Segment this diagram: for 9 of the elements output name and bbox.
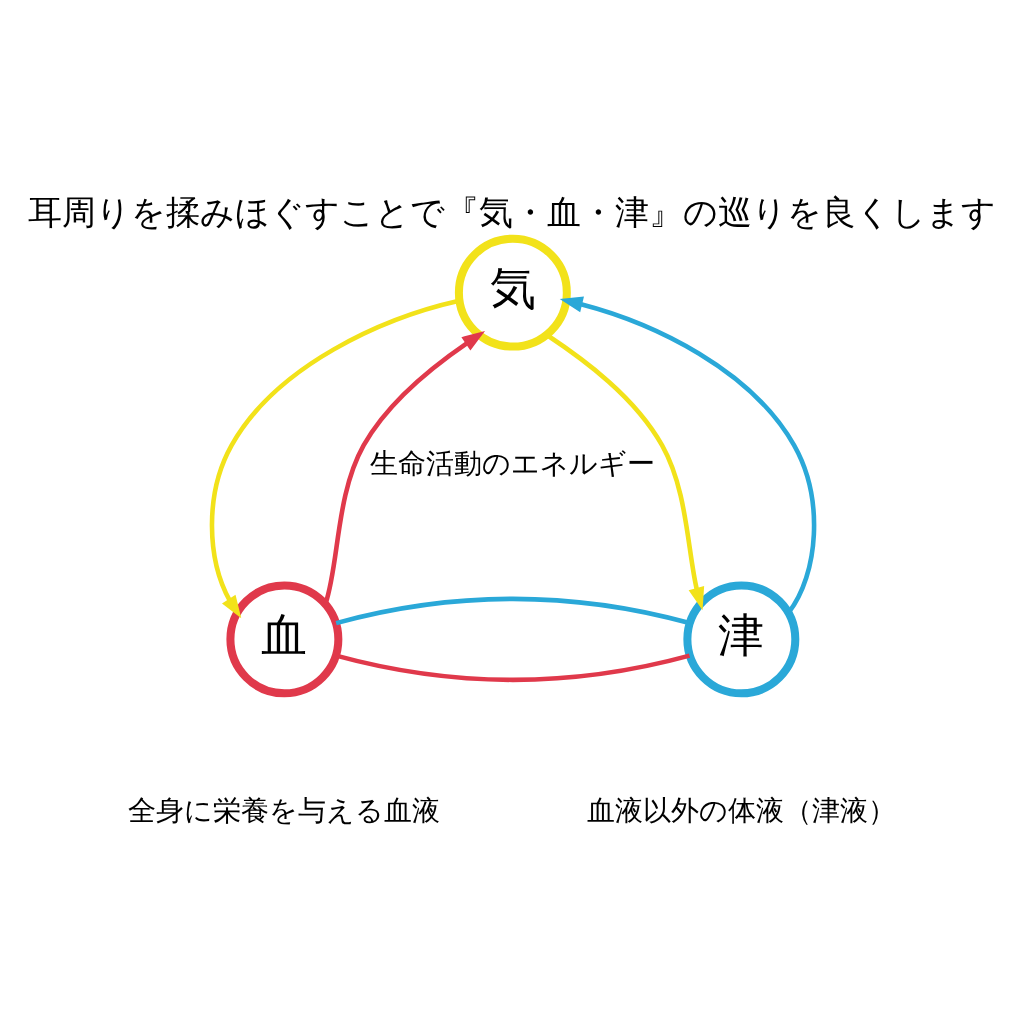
arrow [323, 330, 485, 605]
node-label: 血液以外の体液（津液） [586, 793, 896, 826]
arrow [559, 296, 817, 614]
node-label: 生命活動のエネルギー [370, 446, 656, 479]
node-circle: 血 [226, 580, 343, 697]
node-label: 全身に栄養を与える血液 [128, 793, 441, 826]
diagram-title: 耳周りを揉みほぐすことで『気・血・津』の巡りを良くします [28, 191, 996, 232]
node-circle: 津 [683, 580, 800, 697]
arrow [545, 332, 705, 610]
